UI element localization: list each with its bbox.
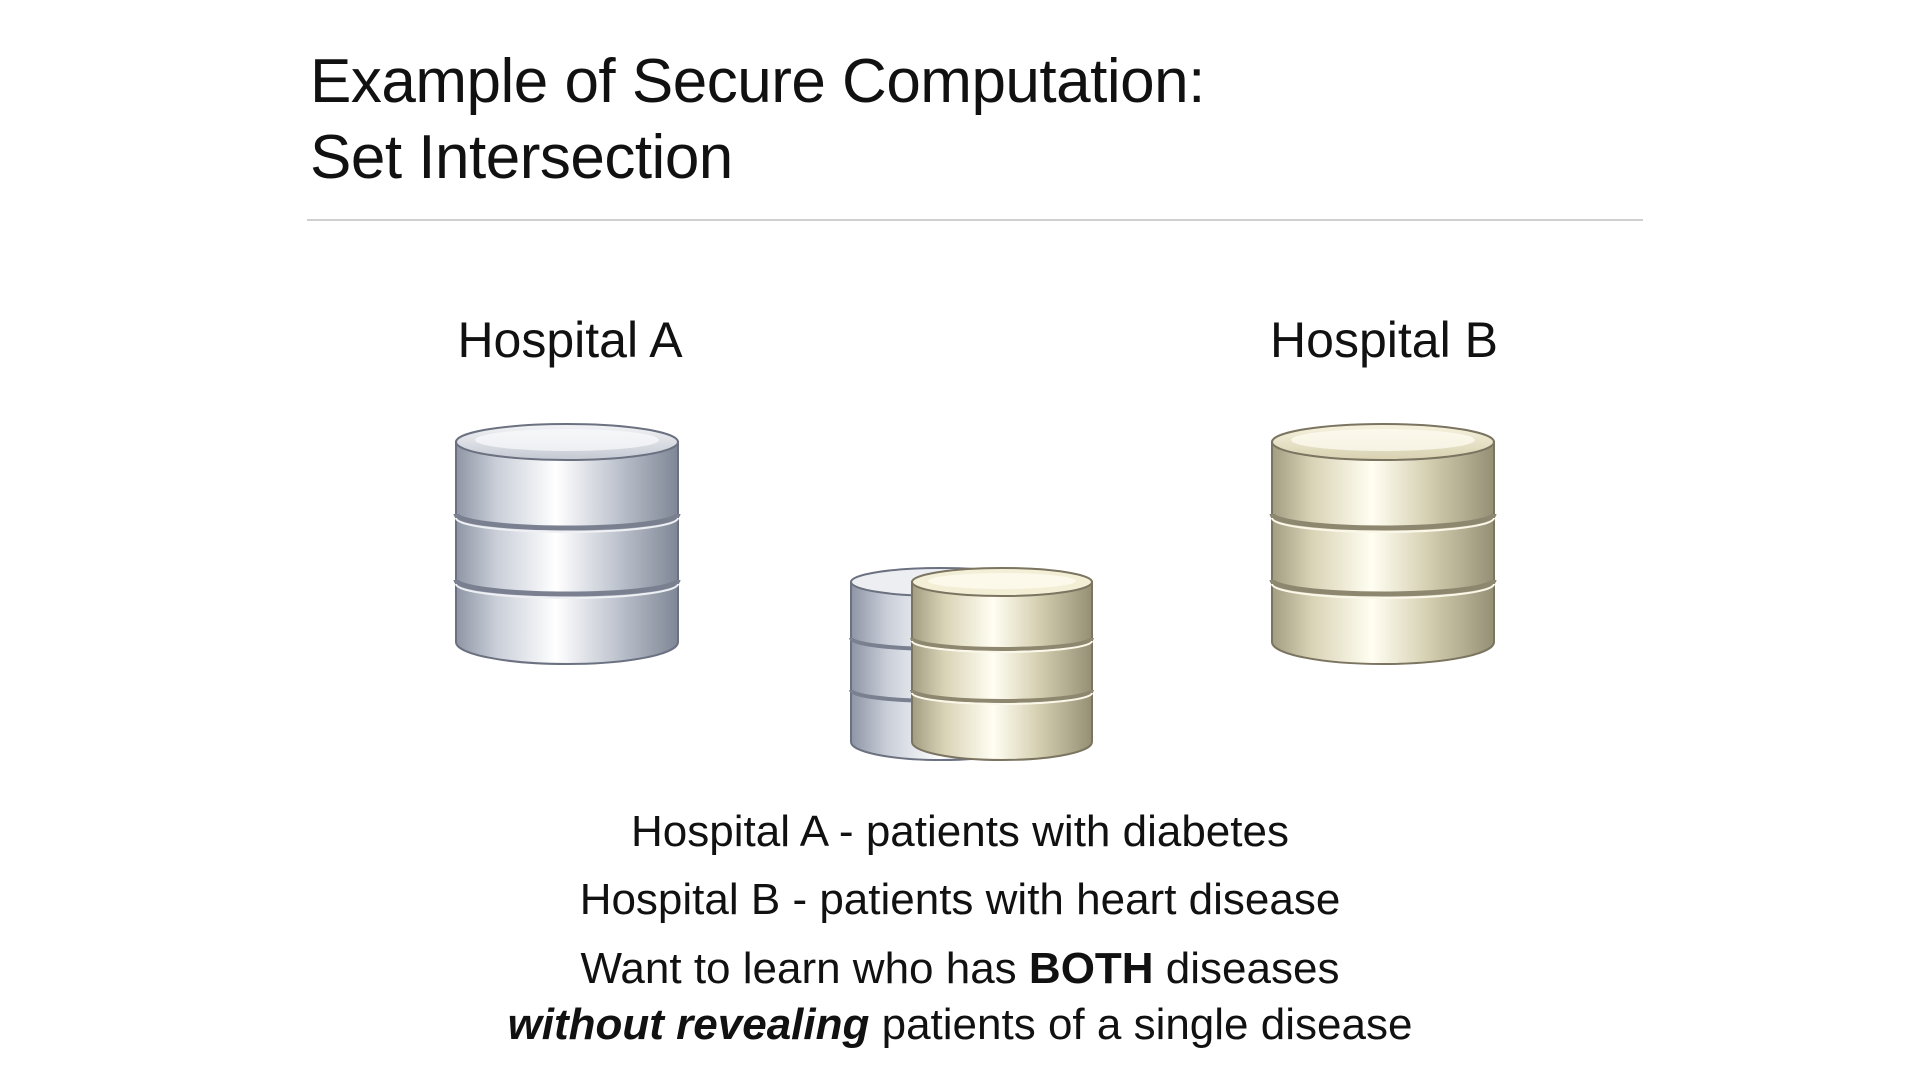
hospital-b-label: Hospital B bbox=[1270, 312, 1498, 368]
caption-constraint: without revealing patients of a single d… bbox=[0, 999, 1920, 1051]
database-icon-gold-small bbox=[910, 567, 1094, 761]
database-icon-hospital-a bbox=[452, 422, 682, 672]
slide-title: Example of Secure Computation: Set Inter… bbox=[310, 44, 1205, 196]
title-divider bbox=[307, 219, 1643, 221]
hospital-a-label: Hospital A bbox=[457, 312, 683, 368]
caption-goal-pre: Want to learn who has bbox=[580, 944, 1029, 993]
caption-hospital-a: Hospital A - patients with diabetes bbox=[631, 807, 1289, 856]
caption-goal: Want to learn who has BOTH diseases bbox=[0, 943, 1920, 995]
caption-goal-post: diseases bbox=[1153, 944, 1340, 993]
caption-constraint-emphasis: without revealing bbox=[507, 1000, 870, 1049]
slide-title-line-1: Example of Secure Computation: bbox=[310, 47, 1205, 116]
caption-goal-bold: BOTH bbox=[1028, 944, 1154, 993]
caption-constraint-post: patients of a single disease bbox=[869, 1000, 1413, 1049]
database-pair-icon-intersection bbox=[848, 566, 1098, 766]
caption-hospital-b: Hospital B - patients with heart disease bbox=[579, 875, 1341, 924]
slide-title-line-2: Set Intersection bbox=[310, 123, 733, 192]
database-icon-hospital-b bbox=[1268, 422, 1498, 672]
